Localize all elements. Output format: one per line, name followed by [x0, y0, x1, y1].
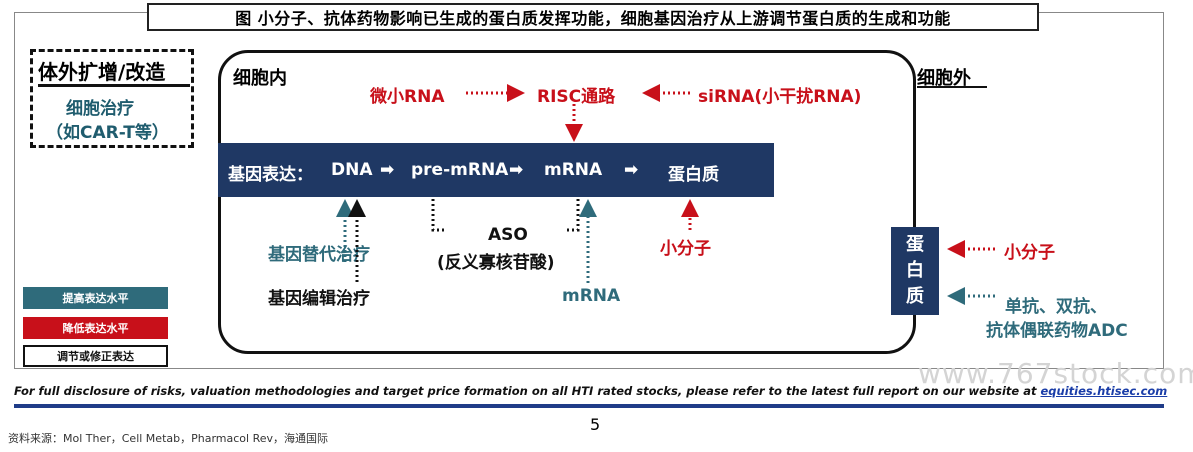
- pre-mrna-label: pre-mRNA: [411, 160, 509, 180]
- figure-title: 图 小分子、抗体药物影响已生成的蛋白质发挥功能，细胞基因治疗从上游调节蛋白质的生…: [147, 3, 1039, 31]
- arrow-premrna-mrna: ➡: [509, 160, 524, 180]
- legend-increase: 提高表达水平: [23, 287, 168, 309]
- cell-therapy-label: 细胞治疗: [66, 99, 134, 119]
- cell-boundary: [218, 50, 916, 354]
- mrna-drug-label: mRNA: [562, 286, 621, 306]
- protein-char-2: 白: [906, 260, 924, 281]
- legend-decrease: 降低表达水平: [23, 317, 168, 339]
- mrna-label: mRNA: [544, 160, 603, 180]
- arrow-dna-premrna: ➡: [380, 160, 395, 180]
- aso-bracket-right: [567, 199, 580, 232]
- watermark: www.767stock.com: [918, 357, 1193, 390]
- extracellular-underline: [917, 86, 987, 88]
- ex-vivo-heading: 体外扩增/改造: [38, 60, 166, 84]
- page-number: 5: [590, 415, 601, 434]
- mirna-label: 微小RNA: [370, 87, 445, 107]
- gene-editing-label: 基因编辑治疗: [268, 289, 370, 309]
- ex-vivo-underline: [38, 84, 190, 87]
- protein-char-3: 质: [906, 286, 924, 307]
- car-t-label: （如CAR-T等）: [46, 123, 169, 143]
- footer-rule: [14, 404, 1164, 408]
- dna-label: DNA: [331, 160, 373, 180]
- small-molecule-extracellular-label: 小分子: [1004, 243, 1055, 263]
- antibody-label-line2: 抗体偶联药物ADC: [986, 321, 1128, 341]
- aso-label: ASO: [488, 225, 528, 245]
- protein-char-1: 蛋: [906, 234, 924, 255]
- aso-bracket-left: [431, 199, 444, 232]
- source-note: 资料来源：Mol Ther，Cell Metab，Pharmacol Rev，海…: [8, 432, 328, 445]
- legend-modify: 调节或修正表达: [23, 345, 168, 367]
- gene-expression-bar: [218, 143, 774, 197]
- disclaimer-text: For full disclosure of risks, valuation …: [14, 384, 1041, 398]
- extracellular-protein-box: 蛋 白 质: [891, 227, 939, 315]
- protein-label: 蛋白质: [668, 165, 719, 185]
- intracellular-heading: 细胞内: [233, 68, 287, 89]
- sirna-label: siRNA(小干扰RNA): [698, 87, 862, 107]
- disclaimer: For full disclosure of risks, valuation …: [14, 384, 1167, 398]
- gene-expression-label: 基因表达：: [228, 165, 313, 185]
- aso-full-label: (反义寡核苷酸): [437, 253, 555, 273]
- website-link[interactable]: equities.htisec.com: [1040, 384, 1168, 398]
- extracellular-heading: 细胞外: [917, 68, 971, 89]
- small-molecule-intracellular-label: 小分子: [660, 239, 711, 259]
- ex-vivo-box: [30, 49, 194, 148]
- antibody-label-line1: 单抗、双抗、: [1005, 297, 1107, 317]
- risc-label: RISC通路: [537, 87, 616, 107]
- arrow-mrna-protein: ➡: [624, 160, 639, 180]
